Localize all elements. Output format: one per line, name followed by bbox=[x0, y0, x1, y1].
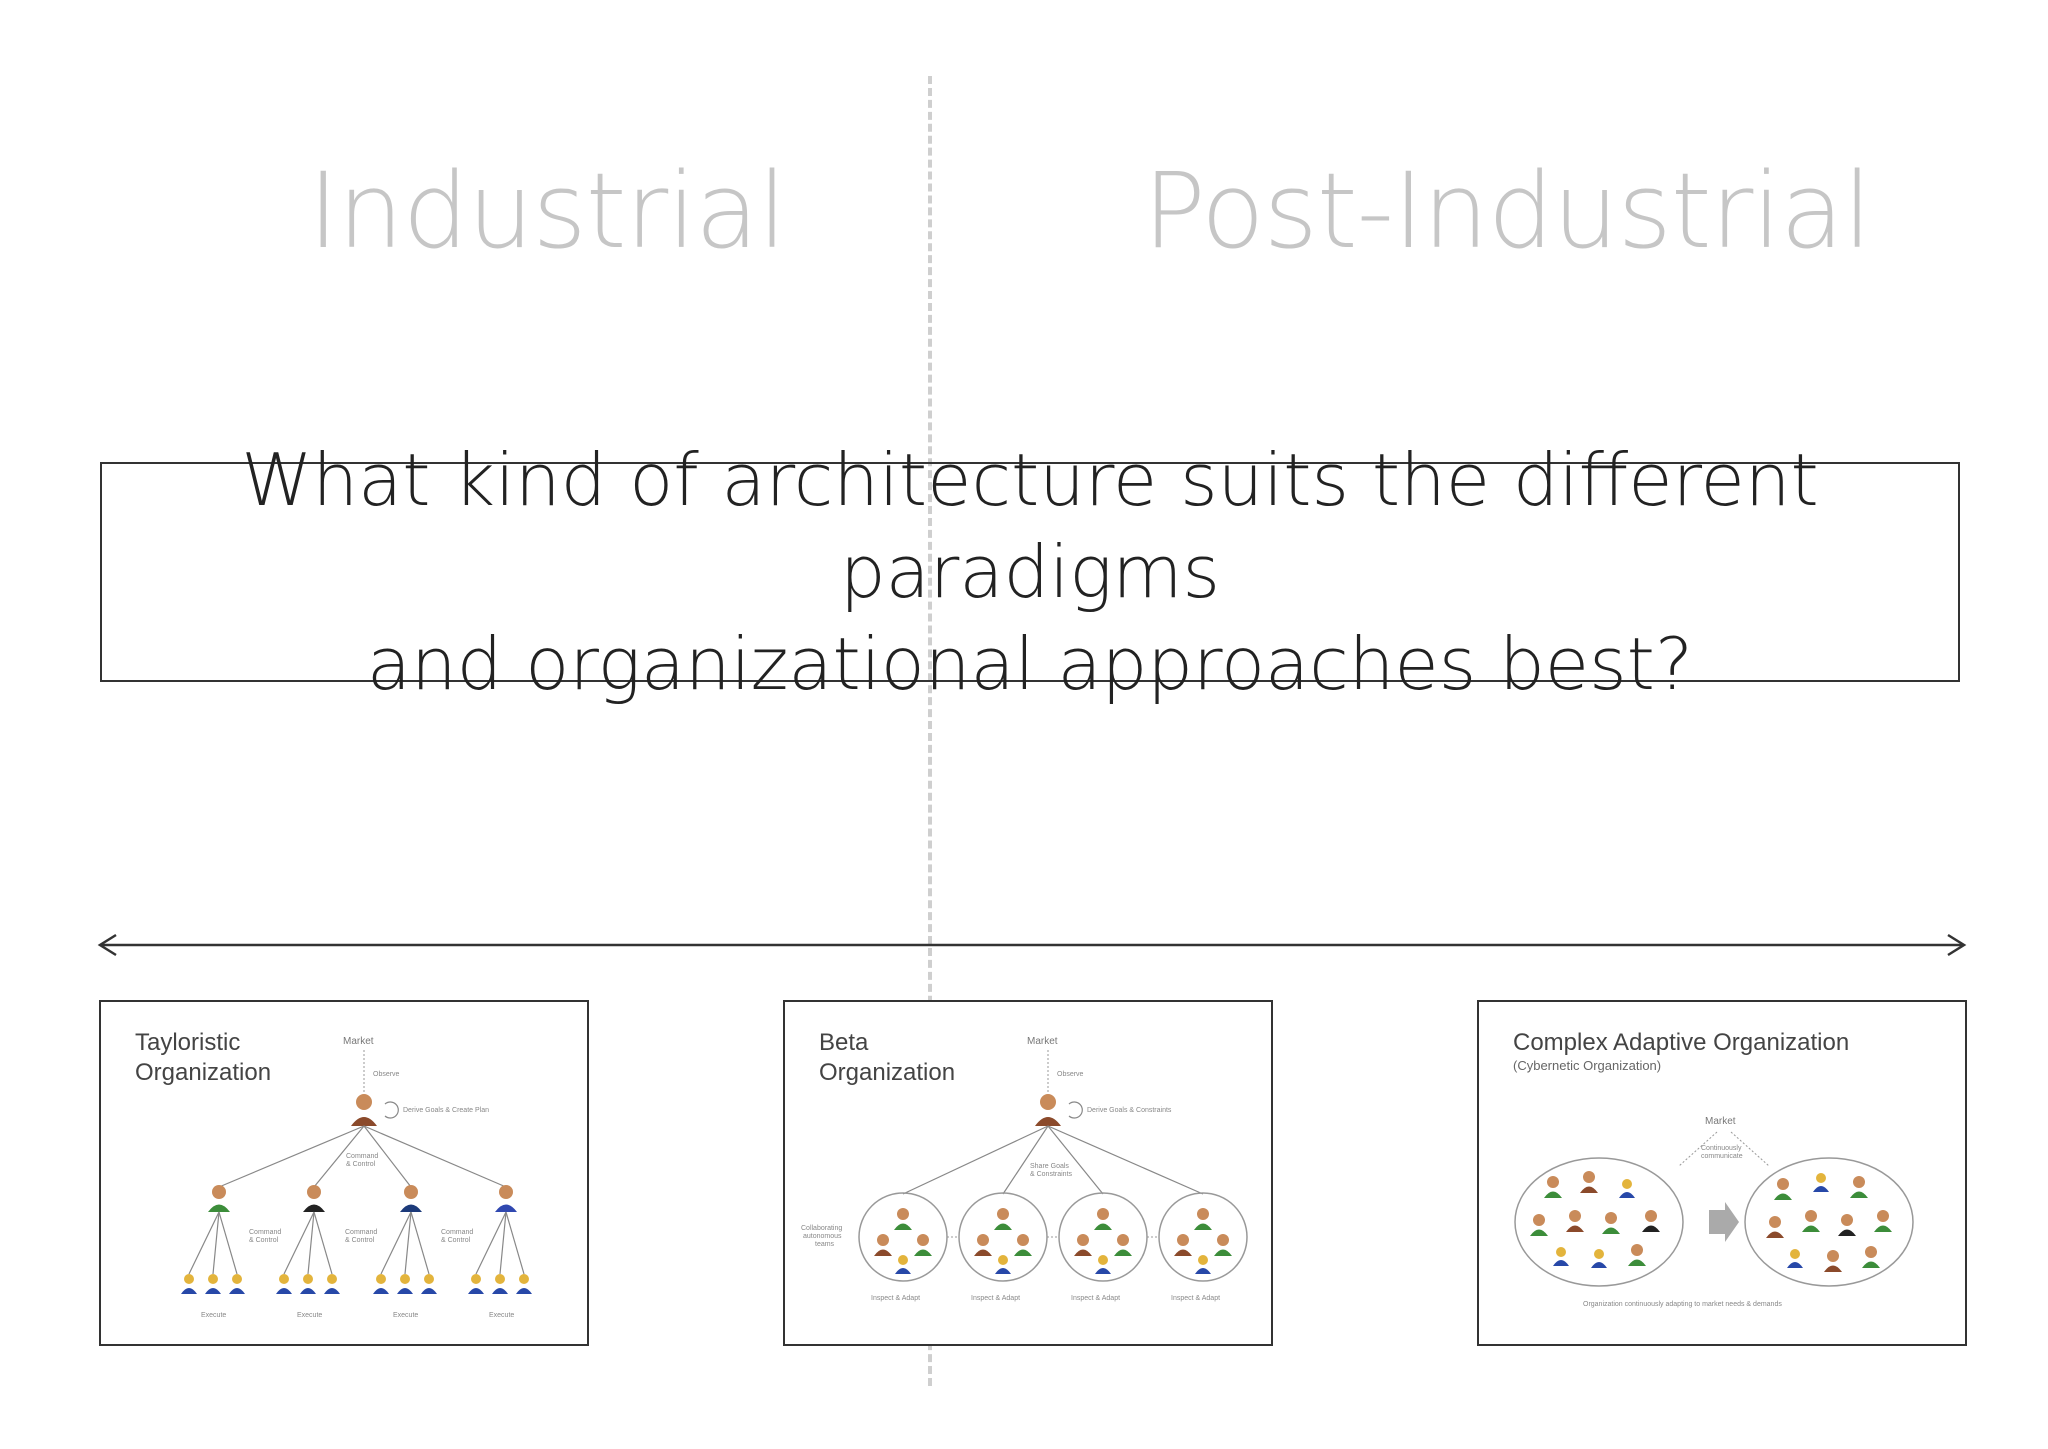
observe-label: Observe bbox=[1057, 1071, 1084, 1078]
card-title-line2: Organization bbox=[135, 1059, 271, 1086]
card-subtitle: (Cybernetic Organization) bbox=[1513, 1058, 1661, 1073]
cluster-member-icons-left bbox=[1530, 1171, 1660, 1268]
paradigm-divider bbox=[928, 76, 932, 1386]
manager-icon bbox=[351, 1094, 377, 1126]
card-title: Complex Adaptive Organization bbox=[1513, 1029, 1849, 1056]
complex-adaptive-diagram: Complex Adaptive Organization (Cyberneti… bbox=[1513, 1029, 1914, 1308]
collab-label-1: Collaborating bbox=[801, 1225, 842, 1232]
command-label-mid-1a: Command bbox=[249, 1229, 281, 1236]
card-tayloristic-organization: Tayloristic Organization Market Observe … bbox=[99, 1000, 589, 1346]
caption: Organization continuously adapting to ma… bbox=[1583, 1301, 1782, 1308]
question-line-1: What kind of architecture suits the diff… bbox=[241, 438, 1819, 614]
continuously-label-1: Continuously bbox=[1701, 1145, 1742, 1152]
share-label-2: & Constraints bbox=[1030, 1171, 1073, 1178]
derive-label: Derive Goals & Constraints bbox=[1087, 1107, 1172, 1114]
command-label-mid-3b: & Control bbox=[441, 1237, 471, 1244]
card-title-line1: Beta bbox=[819, 1029, 869, 1056]
tayloristic-diagram: Tayloristic Organization Market Observe … bbox=[135, 1029, 532, 1319]
market-label: Market bbox=[343, 1036, 374, 1047]
adaptation-arrow bbox=[1709, 1202, 1739, 1242]
card-complex-adaptive-organization: Complex Adaptive Organization (Cyberneti… bbox=[1477, 1000, 1967, 1346]
execute-label-2: Execute bbox=[297, 1312, 322, 1319]
continuously-label-2: communicate bbox=[1701, 1153, 1743, 1160]
card-title-line2: Organization bbox=[819, 1059, 955, 1086]
execute-label-3: Execute bbox=[393, 1312, 418, 1319]
manager-icon bbox=[1035, 1094, 1061, 1126]
collab-label-3: teams bbox=[815, 1241, 835, 1248]
spectrum-arrow bbox=[97, 933, 1967, 957]
team-circles bbox=[858, 1192, 1248, 1282]
command-label-mid-2b: & Control bbox=[345, 1237, 375, 1244]
command-label-mid-1b: & Control bbox=[249, 1237, 279, 1244]
beta-diagram: Beta Organization Market Observe Derive … bbox=[801, 1029, 1248, 1302]
card-title-line1: Tayloristic bbox=[135, 1029, 240, 1056]
question-line-2: and organizational approaches best? bbox=[366, 622, 1694, 706]
team-member-icons bbox=[874, 1208, 1232, 1274]
inspect-label-4: Inspect & Adapt bbox=[1171, 1295, 1220, 1302]
heading-post-industrial: Post-Industrial bbox=[1143, 150, 1872, 272]
cluster-member-icons-right bbox=[1766, 1173, 1892, 1272]
worker-icons bbox=[181, 1274, 532, 1294]
question-text: What kind of architecture suits the diff… bbox=[102, 434, 1958, 710]
command-label-top-1: Command bbox=[346, 1153, 378, 1160]
command-label-mid-2a: Command bbox=[345, 1229, 377, 1236]
share-label-1: Share Goals bbox=[1030, 1163, 1069, 1170]
organization-clusters bbox=[1514, 1157, 1914, 1287]
execute-label-1: Execute bbox=[201, 1312, 226, 1319]
execute-label-4: Execute bbox=[489, 1312, 514, 1319]
market-label: Market bbox=[1705, 1116, 1736, 1127]
inspect-label-2: Inspect & Adapt bbox=[971, 1295, 1020, 1302]
middle-manager-icons bbox=[208, 1185, 517, 1212]
command-label-mid-3a: Command bbox=[441, 1229, 473, 1236]
derive-label: Derive Goals & Create Plan bbox=[403, 1107, 489, 1114]
inspect-label-3: Inspect & Adapt bbox=[1071, 1295, 1120, 1302]
command-label-top-2: & Control bbox=[346, 1161, 376, 1168]
market-label: Market bbox=[1027, 1036, 1058, 1047]
observe-label: Observe bbox=[373, 1071, 400, 1078]
question-box: What kind of architecture suits the diff… bbox=[100, 438, 1960, 706]
inspect-label-1: Inspect & Adapt bbox=[871, 1295, 920, 1302]
collab-label-2: autonomous bbox=[803, 1233, 842, 1240]
heading-industrial: Industrial bbox=[308, 150, 787, 272]
card-beta-organization: Beta Organization Market Observe Derive … bbox=[783, 1000, 1273, 1346]
